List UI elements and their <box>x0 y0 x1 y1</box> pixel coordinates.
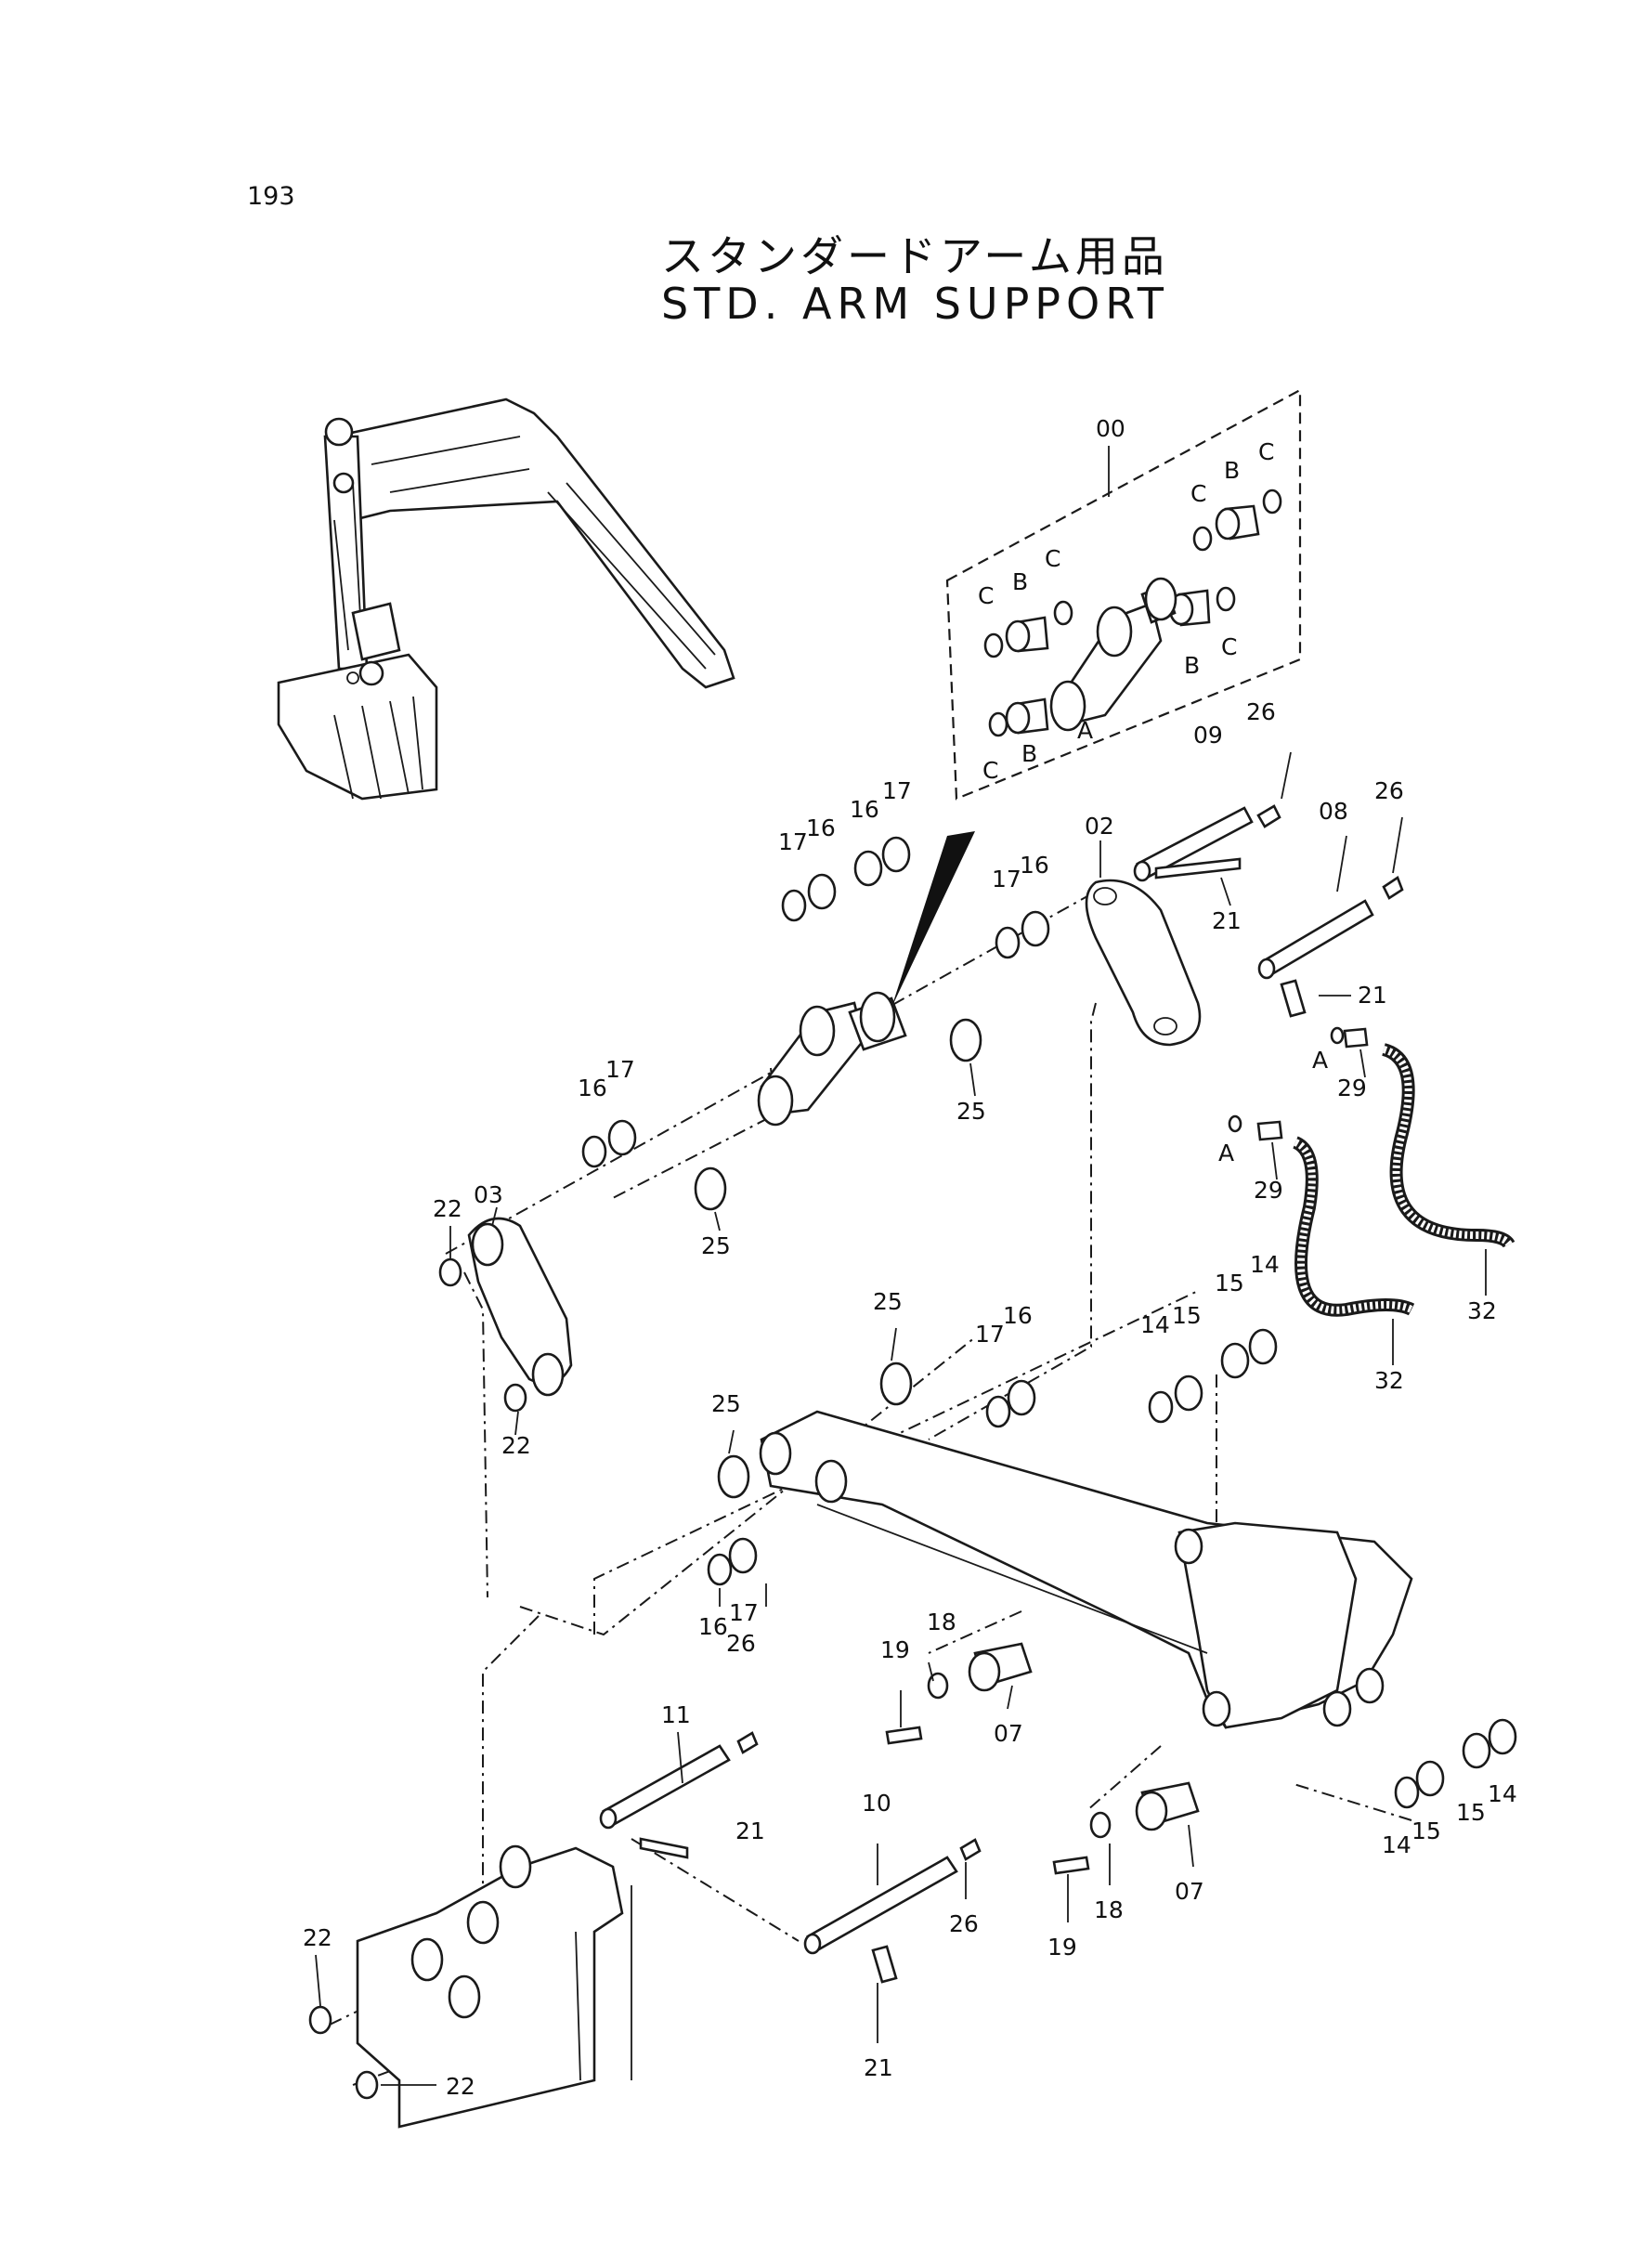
callout-22: 22 <box>446 2073 475 2100</box>
pin-plates-07 <box>885 1642 1200 1875</box>
callout-15: 15 <box>1172 1302 1202 1329</box>
pins-10-11 <box>599 1731 982 1984</box>
callout-19: 19 <box>880 1636 910 1663</box>
callout-16: 16 <box>806 814 836 841</box>
page-number: 193 <box>247 182 295 211</box>
callout-07: 07 <box>994 1720 1023 1747</box>
callout-11: 11 <box>661 1701 691 1728</box>
callout-21: 21 <box>1358 982 1387 1009</box>
callout-26: 26 <box>1246 698 1276 725</box>
bushing-kit-parts <box>983 489 1282 737</box>
pins-08-09 <box>1133 804 1404 1018</box>
callout-14: 14 <box>1382 1831 1411 1858</box>
callout-09: 09 <box>1193 722 1223 749</box>
callout-21: 21 <box>1212 907 1242 934</box>
callout-17: 17 <box>778 828 808 855</box>
callout-A: A <box>1218 1140 1234 1166</box>
title-japanese: スタンダードアーム用品 <box>661 231 1168 281</box>
washers-and-rings <box>308 836 1517 2100</box>
callout-16: 16 <box>1020 852 1049 879</box>
callout-C: C <box>982 757 998 784</box>
callout-15: 15 <box>1456 1799 1486 1826</box>
callout-14: 14 <box>1140 1311 1170 1338</box>
callout-25: 25 <box>711 1390 741 1417</box>
link-02 <box>1085 879 1202 1047</box>
callout-17: 17 <box>975 1321 1005 1348</box>
callout-C: C <box>978 582 994 609</box>
callout-25: 25 <box>701 1232 731 1259</box>
callout-17: 17 <box>992 866 1021 892</box>
callout-26: 26 <box>949 1910 979 1937</box>
callout-A: A <box>1312 1047 1328 1074</box>
callout-15: 15 <box>1215 1270 1244 1296</box>
callout-18: 18 <box>1094 1896 1124 1923</box>
callout-26: 26 <box>1374 777 1404 804</box>
callout-17: 17 <box>729 1599 759 1626</box>
callout-32: 32 <box>1467 1297 1497 1324</box>
callout-22: 22 <box>501 1432 531 1459</box>
callout-07: 07 <box>1175 1878 1204 1905</box>
callout-29: 29 <box>1254 1177 1283 1204</box>
callout-C: C <box>1258 438 1274 465</box>
callout-14: 14 <box>1250 1251 1280 1278</box>
callout-B: B <box>1184 652 1200 679</box>
fittings-29 <box>1256 1027 1369 1141</box>
callout-21: 21 <box>864 2054 893 2081</box>
callout-26: 26 <box>726 1630 756 1657</box>
arm-bushings <box>757 991 907 1127</box>
callout-00: 00 <box>1096 415 1125 442</box>
callout-16: 16 <box>1003 1302 1033 1329</box>
callout-03: 03 <box>474 1181 503 1208</box>
arm-body <box>759 1410 1413 1729</box>
callout-29: 29 <box>1337 1075 1367 1101</box>
callout-25: 25 <box>956 1098 986 1125</box>
callout-B: B <box>1021 740 1037 767</box>
callout-14: 14 <box>1488 1780 1517 1807</box>
callout-A: A <box>1077 717 1093 744</box>
callout-21: 21 <box>735 1818 765 1844</box>
leader-lines <box>315 751 1487 2086</box>
callout-22: 22 <box>433 1195 462 1222</box>
callout-25: 25 <box>873 1288 903 1315</box>
callout-C: C <box>1190 480 1206 507</box>
title-english: STD. ARM SUPPORT <box>661 279 1169 329</box>
callout-16: 16 <box>850 796 879 823</box>
callout-19: 19 <box>1047 1934 1077 1961</box>
part-callouts: 00 C B C C B C B C A B C 09 26 08 26 21 … <box>303 415 1517 2100</box>
callout-17: 17 <box>605 1056 635 1083</box>
callout-15: 15 <box>1411 1818 1441 1844</box>
callout-16: 16 <box>698 1613 728 1640</box>
excavator-thumbnail <box>277 397 735 801</box>
callout-02: 02 <box>1085 813 1114 840</box>
callout-22: 22 <box>303 1924 332 1951</box>
callout-10: 10 <box>862 1790 891 1817</box>
callout-C: C <box>1221 633 1237 660</box>
kit-00-boundary <box>945 388 1302 801</box>
callout-18: 18 <box>927 1609 956 1635</box>
callout-B: B <box>1224 457 1240 484</box>
callout-08: 08 <box>1319 798 1348 825</box>
callout-17: 17 <box>882 777 912 804</box>
boom-end <box>356 1844 632 2129</box>
callout-C: C <box>1045 545 1060 572</box>
callout-16: 16 <box>578 1075 607 1101</box>
callout-32: 32 <box>1374 1367 1404 1394</box>
callout-B: B <box>1012 568 1028 595</box>
